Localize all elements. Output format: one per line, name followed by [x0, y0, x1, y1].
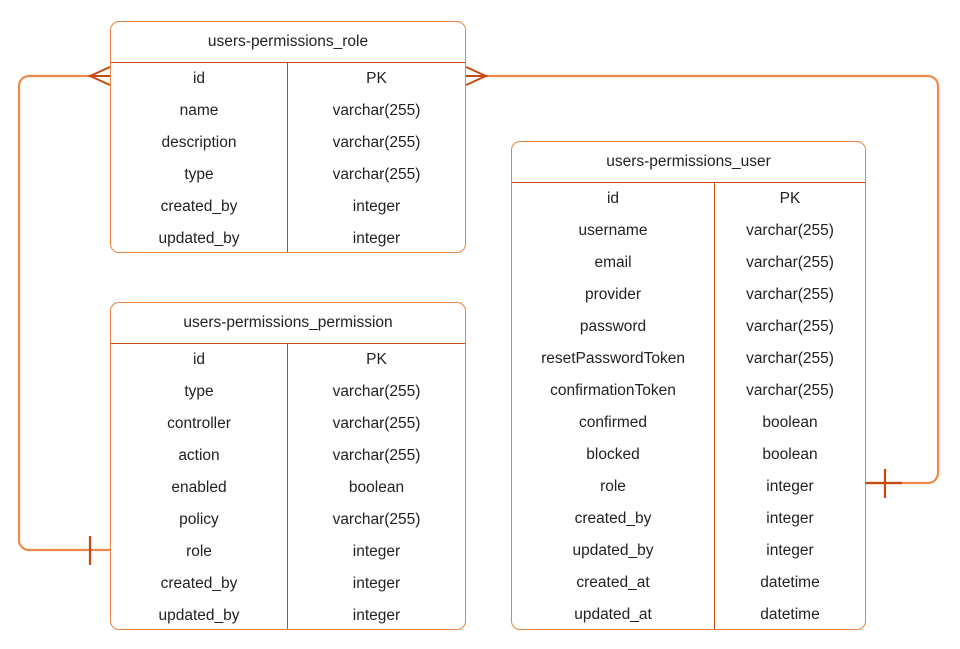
field-name: role — [186, 543, 212, 560]
field-type-column: PK varchar(255) varchar(255) varchar(255… — [288, 63, 465, 252]
field-name: username — [578, 222, 648, 239]
field-name: name — [179, 102, 219, 119]
field-name: action — [178, 447, 220, 464]
field-type: varchar(255) — [332, 511, 421, 528]
field-name: type — [184, 383, 214, 400]
entity-title: users-permissions_user — [512, 142, 865, 183]
field-name: provider — [585, 286, 641, 303]
field-type: varchar(255) — [746, 382, 834, 399]
field-name: id — [606, 190, 620, 207]
field-type: integer — [766, 478, 814, 495]
field-name: password — [579, 318, 647, 335]
field-name: updated_by — [158, 230, 240, 247]
field-name: controller — [167, 415, 231, 432]
field-type: varchar(255) — [746, 286, 834, 303]
field-type: datetime — [760, 606, 820, 623]
field-type: varchar(255) — [332, 134, 421, 151]
field-type-column: PK varchar(255) varchar(255) varchar(255… — [715, 183, 865, 629]
field-type: varchar(255) — [332, 166, 421, 183]
field-type: PK — [779, 190, 801, 207]
field-type: datetime — [760, 574, 820, 591]
field-type: integer — [352, 543, 401, 560]
field-name: confirmed — [578, 414, 648, 431]
field-type: PK — [366, 351, 387, 368]
field-type: varchar(255) — [746, 222, 834, 239]
field-name: updated_at — [574, 606, 652, 623]
field-type: varchar(255) — [332, 383, 421, 400]
field-type-column: PK varchar(255) varchar(255) varchar(255… — [288, 344, 465, 629]
entity-body: id username email provider password rese… — [512, 183, 865, 629]
field-name-column: id username email provider password rese… — [512, 183, 715, 629]
entity-body: id name description type created_by upda… — [111, 63, 465, 252]
field-name: role — [600, 478, 626, 495]
field-type: varchar(255) — [746, 254, 834, 271]
field-name: type — [184, 166, 214, 183]
field-name: updated_by — [572, 542, 654, 559]
field-name: policy — [179, 511, 219, 528]
field-type: PK — [366, 70, 387, 87]
field-name-column: id name description type created_by upda… — [111, 63, 288, 252]
field-type: boolean — [348, 479, 405, 496]
crows-foot-marker-role-right — [465, 66, 489, 86]
field-name: created_by — [574, 510, 652, 527]
field-name: description — [161, 134, 237, 151]
field-name: email — [594, 254, 632, 271]
field-type: integer — [766, 510, 814, 527]
field-name: blocked — [586, 446, 640, 463]
field-type: varchar(255) — [332, 447, 421, 464]
field-type: varchar(255) — [746, 350, 834, 367]
entity-body: id type controller action enabled policy… — [111, 344, 465, 629]
field-name: enabled — [171, 479, 227, 496]
entity-title: users-permissions_role — [111, 22, 465, 63]
entity-users-permissions_permission[interactable]: users-permissions_permission id type con… — [110, 302, 466, 630]
field-type: boolean — [762, 414, 818, 431]
field-type: integer — [352, 230, 401, 247]
field-type: integer — [352, 198, 401, 215]
field-type: integer — [766, 542, 814, 559]
field-type: integer — [352, 575, 401, 592]
entity-users-permissions_user[interactable]: users-permissions_user id username email… — [511, 141, 866, 630]
field-type: varchar(255) — [332, 415, 421, 432]
entity-title: users-permissions_permission — [111, 303, 465, 344]
field-type: boolean — [762, 446, 818, 463]
field-name: updated_by — [158, 607, 240, 624]
field-name: confirmationToken — [550, 382, 676, 399]
entity-users-permissions_role[interactable]: users-permissions_role id name descripti… — [110, 21, 466, 253]
field-name: created_by — [160, 198, 238, 215]
field-name: id — [192, 351, 206, 368]
field-name: resetPasswordToken — [541, 350, 685, 367]
field-type: varchar(255) — [332, 102, 421, 119]
field-name: id — [192, 70, 206, 87]
crows-foot-marker-role-left — [87, 66, 111, 86]
field-name: created_at — [576, 574, 650, 591]
relationship-role-to-permission — [17, 66, 111, 565]
field-name: created_by — [160, 575, 238, 592]
field-type: integer — [352, 607, 401, 624]
field-type: varchar(255) — [746, 318, 834, 335]
field-name-column: id type controller action enabled policy… — [111, 344, 288, 629]
